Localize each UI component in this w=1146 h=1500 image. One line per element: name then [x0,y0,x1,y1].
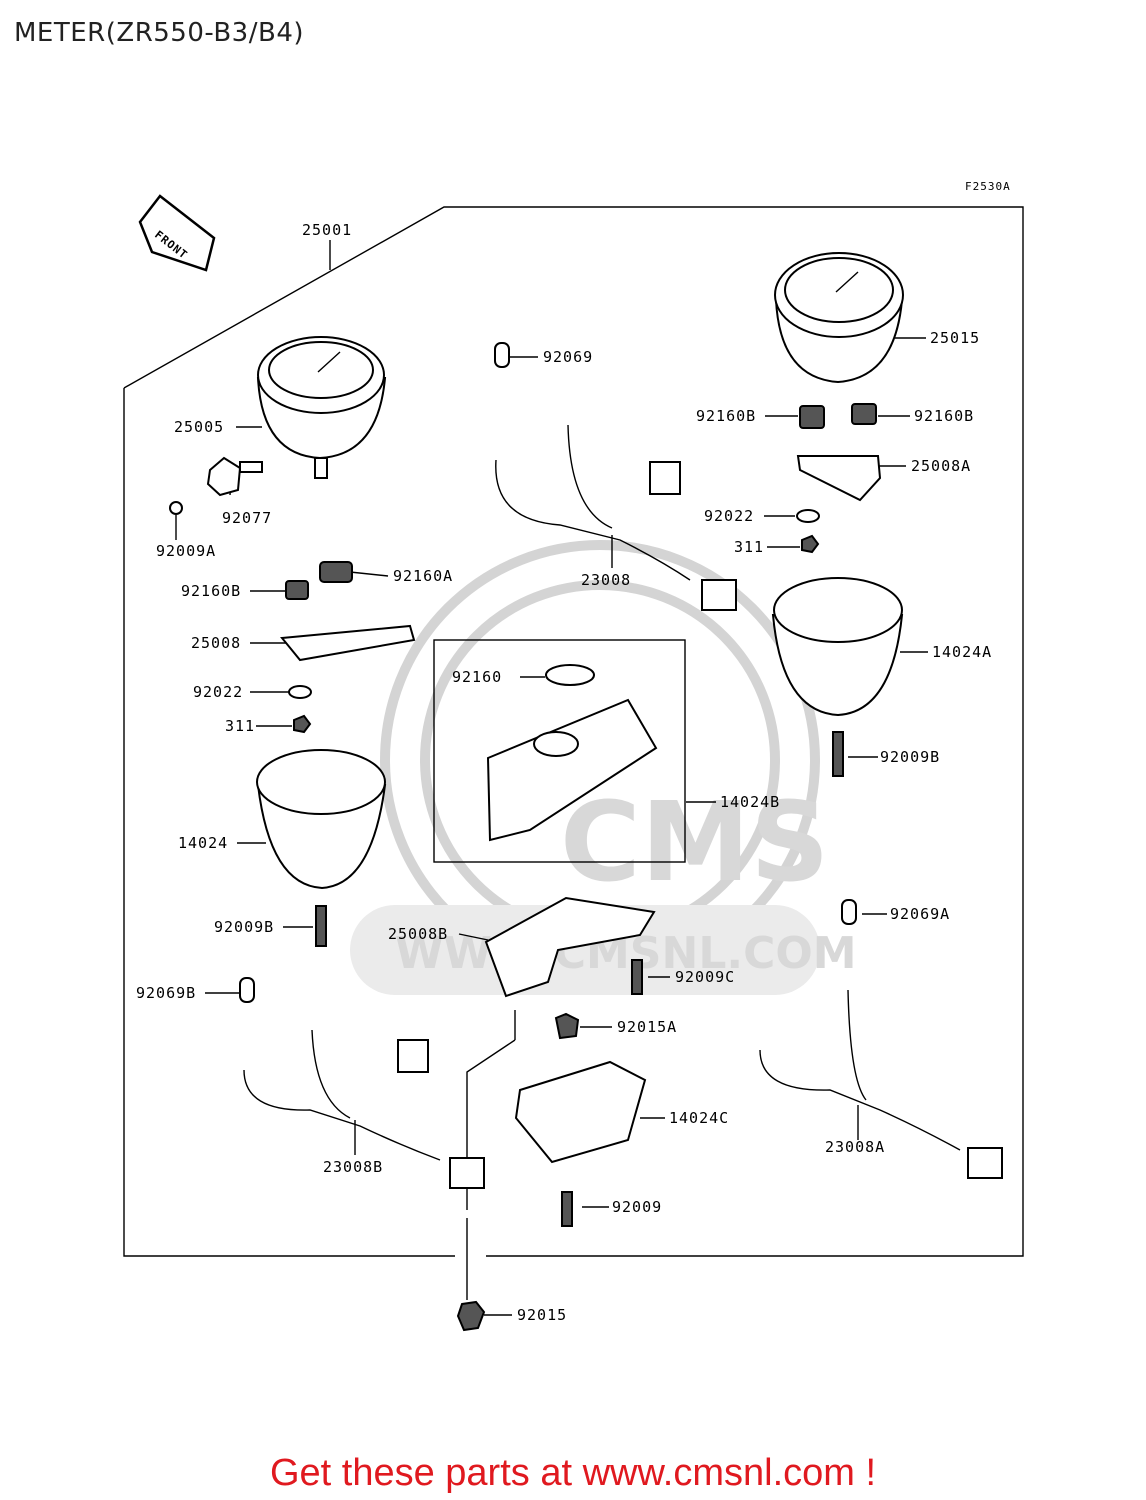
part-labels: 25001 25005 92077 92009A 92160B 92160A 2… [136,221,992,1324]
part-label: 92077 [222,509,272,527]
part-label: 23008B [323,1158,383,1176]
part-label: 25001 [302,221,352,239]
mounting-plate-icon [484,896,656,1040]
figure-code: F2530A [965,180,1011,193]
part-label: 92022 [193,683,243,701]
wire-harness-a-icon [759,899,1003,1179]
nut-icon [456,1300,486,1332]
part-label: 92022 [704,507,754,525]
part-label: 92009A [156,542,216,560]
wire-harness-icon [494,342,737,611]
part-label: 25005 [174,418,224,436]
part-label: 92009 [612,1198,662,1216]
part-label: 92069 [543,348,593,366]
page-title: METER(ZR550-B3/B4) [14,18,304,48]
part-label: 92160A [393,567,453,585]
part-label: 92160B [914,407,974,425]
meter-cover-right-icon [771,577,904,777]
part-label: 92160B [181,582,241,600]
part-label: 23008A [825,1138,885,1156]
bracket-right-icon [796,403,882,554]
part-label: 311 [734,538,764,556]
part-label: 14024B [720,793,780,811]
part-label: 92015A [617,1018,677,1036]
speedometer-icon [169,336,387,515]
meter-cover-left-icon [256,749,387,947]
part-label: 14024A [932,643,992,661]
assembly-frame-left [123,388,455,1257]
part-label: 92160B [696,407,756,425]
leader-lines [175,240,928,1316]
bracket-left-icon [280,561,416,734]
part-label: 14024C [669,1109,729,1127]
part-label: 92069B [136,984,196,1002]
front-arrow-icon: FRONT [138,194,216,272]
part-label: 23008 [581,571,631,589]
part-label: 25008 [191,634,241,652]
cta-link[interactable]: Get these parts at www.cmsnl.com ! [269,1452,877,1494]
part-label: 25008A [911,457,971,475]
part-label: 92009C [675,968,735,986]
part-label: 92069A [890,905,950,923]
inset-frame [433,639,686,863]
meter-housing-icon [486,664,658,842]
part-label: 25015 [930,329,980,347]
part-label: 92015 [517,1306,567,1324]
watermark-brand: CMS [560,778,829,906]
lower-cover-icon [514,1060,647,1227]
part-label: 311 [225,717,255,735]
part-label: 92009B [214,918,274,936]
part-label: 92009B [880,748,940,766]
wire-harness-b-icon [239,977,485,1189]
tachometer-icon [774,252,904,384]
part-drawings [169,252,1003,1332]
part-label: 25008B [388,925,448,943]
part-label: 92160 [452,668,502,686]
part-label: 14024 [178,834,228,852]
assembly-frame-right [123,206,1024,1257]
